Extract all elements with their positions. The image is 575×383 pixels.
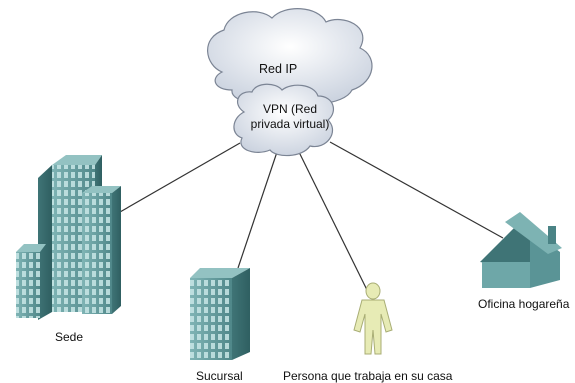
person-icon: [353, 282, 393, 355]
sucursal-label: Sucursal: [196, 369, 243, 383]
connection-lines: [119, 141, 504, 293]
link-oficina: [329, 141, 504, 239]
sede-label: Sede: [55, 330, 84, 344]
persona-label: Persona que trabaja en su casa: [283, 369, 453, 383]
sucursal-building-icon: [190, 268, 250, 360]
sede-building-icon: [16, 155, 121, 320]
red-ip-label: Red IP: [259, 62, 298, 76]
link-persona: [297, 149, 369, 293]
vpn-label: VPN (Red privada virtual): [250, 102, 330, 131]
link-sede: [119, 142, 241, 213]
vpn-cloud: [233, 83, 335, 157]
house-icon: [480, 212, 562, 288]
link-sucursal: [237, 151, 278, 269]
oficina-label: Oficina hogareña: [478, 297, 570, 311]
